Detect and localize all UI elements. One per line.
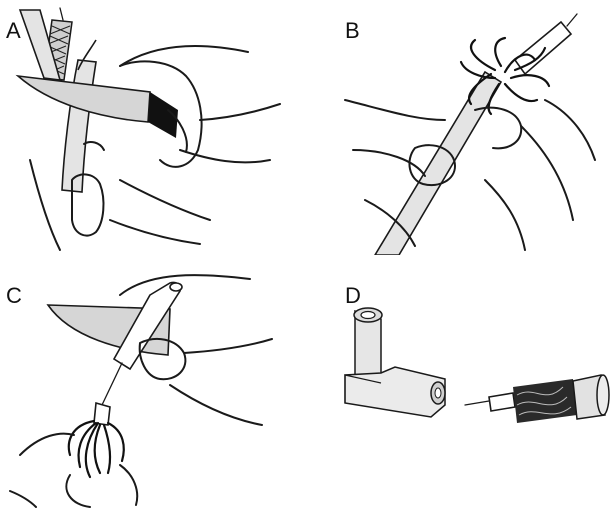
braid-strands (69, 421, 124, 477)
panel-b: B (305, 0, 610, 255)
panel-b-illustration (305, 0, 610, 255)
center-conductor (102, 363, 122, 405)
lower-hand-line-1 (20, 434, 74, 455)
hand-line-1 (184, 339, 272, 353)
hand-back-line (120, 46, 248, 66)
lower-hand-line-2 (66, 475, 90, 507)
panel-a-illustration (0, 0, 300, 255)
hand-line-1 (345, 100, 445, 120)
panel-a: A (0, 0, 300, 255)
panel-d-illustration (305, 255, 610, 508)
angle-connector (345, 308, 445, 417)
finger-line-4 (110, 220, 200, 244)
panel-d: D (305, 255, 610, 508)
finger-line-2 (84, 142, 104, 150)
hand-line-5 (545, 100, 595, 160)
hand-line-4 (521, 126, 573, 220)
panel-c-illustration (0, 255, 300, 508)
hand-line-2 (353, 150, 425, 176)
center-conductor (60, 8, 63, 20)
cable-body (375, 72, 501, 255)
hand-line-2 (200, 104, 280, 120)
lower-hand-line-3 (120, 465, 137, 505)
hand-line-2 (170, 385, 262, 425)
finger-line-1 (30, 160, 60, 250)
finger-line-3 (120, 180, 210, 220)
center-conductor (567, 14, 577, 26)
prepared-cable (465, 375, 609, 423)
hand-line-6 (485, 180, 525, 250)
inner-insulator (94, 403, 110, 425)
hand-top-line (120, 275, 250, 295)
cable-lower-sheath (62, 60, 96, 192)
dielectric-end (170, 283, 182, 291)
lower-hand-line-4 (10, 491, 36, 507)
panel-c: C (0, 255, 300, 508)
